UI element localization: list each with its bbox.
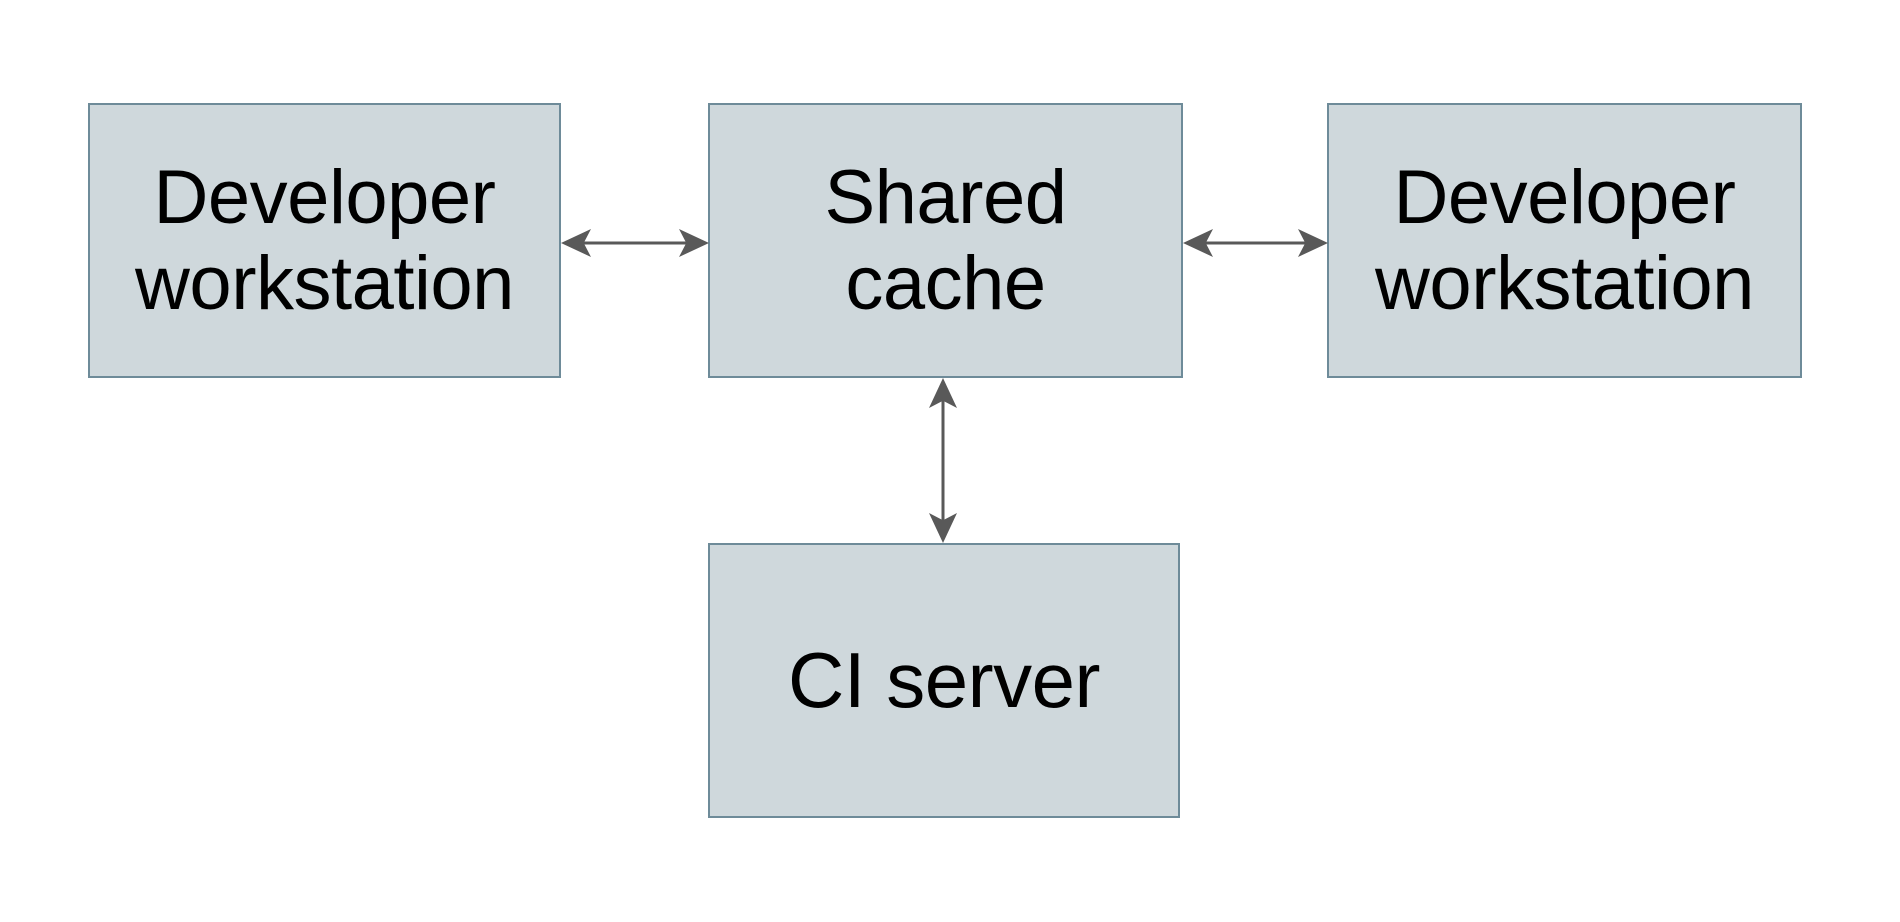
node-developer-workstation-right[interactable]: Developer workstation [1327, 103, 1802, 378]
node-ci-server[interactable]: CI server [708, 543, 1180, 818]
edge-left-workstation-to-shared-cache [561, 229, 709, 257]
node-shared-cache[interactable]: Shared cache [708, 103, 1183, 378]
edge-shared-cache-to-ci-server [929, 378, 957, 543]
node-developer-workstation-left[interactable]: Developer workstation [88, 103, 561, 378]
node-label: Developer workstation [1375, 155, 1754, 326]
double-arrow-icon [561, 229, 709, 257]
node-label: Shared cache [824, 155, 1067, 326]
edge-shared-cache-to-right-workstation [1183, 229, 1328, 257]
node-label: CI server [788, 635, 1100, 724]
double-arrow-icon [929, 378, 957, 543]
node-label: Developer workstation [135, 155, 514, 326]
double-arrow-icon [1183, 229, 1328, 257]
